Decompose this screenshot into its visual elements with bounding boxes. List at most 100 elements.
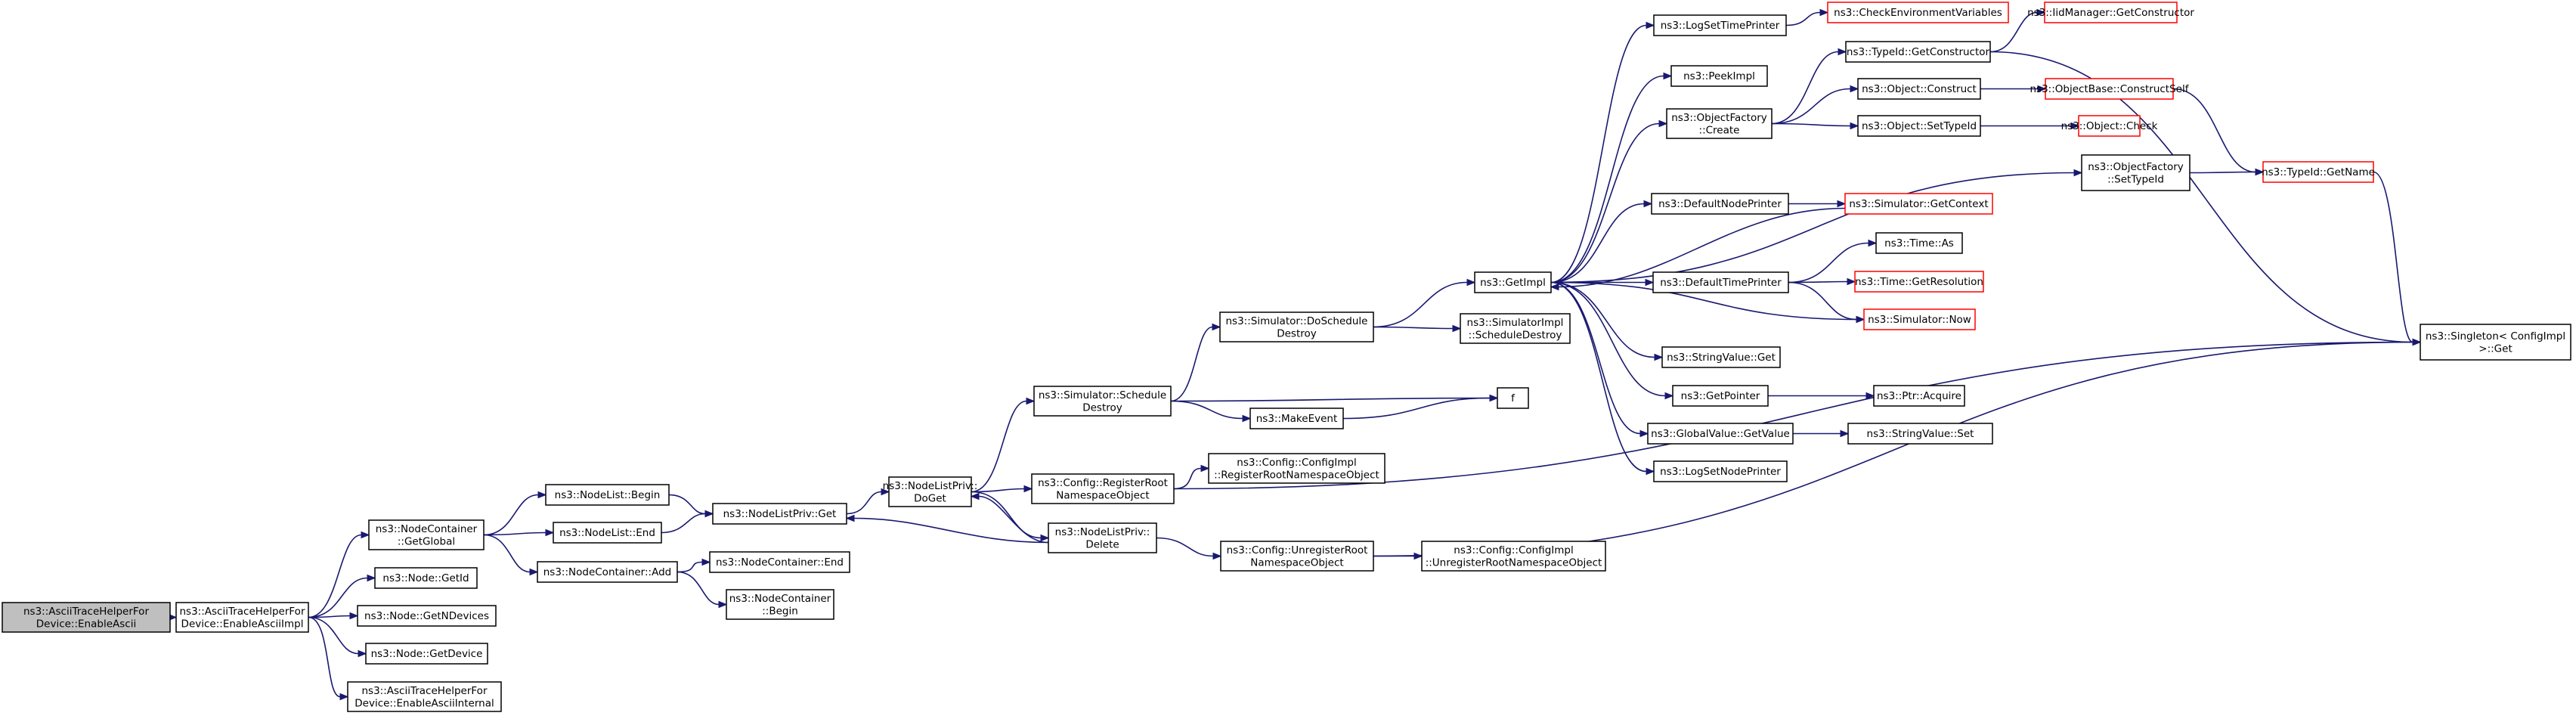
node-ns3-getimpl[interactable]: ns3::GetImpl (1474, 271, 1552, 293)
node-ns3-object-settypeid[interactable]: ns3::Object::SetTypeId (1857, 115, 1981, 137)
node-ns3-simulatorimpl-scheduledestroy[interactable]: ns3::SimulatorImpl::ScheduleDestroy (1460, 313, 1571, 344)
edge-arrowhead (1040, 534, 1050, 542)
node-ns3-objectfactory-settypeid[interactable]: ns3::ObjectFactory::SetTypeId (2081, 154, 2191, 191)
edge-n1-to-n5 (308, 616, 367, 658)
node-ns3-nodelist-begin[interactable]: ns3::NodeList::Begin (545, 484, 670, 506)
node-ns3-singleton-configimpl-get[interactable]: ns3::Singleton< ConfigImpl >::Get (2420, 324, 2571, 361)
edge-line (1550, 24, 1647, 284)
node-ns3-getpointer[interactable]: ns3::GetPointer (1672, 385, 1769, 407)
node-label: ns3::LogSetNodePrinter (1660, 466, 1781, 478)
node-f[interactable]: f (1497, 387, 1529, 409)
node-ns3-makeevent[interactable]: ns3::MakeEvent (1249, 408, 1344, 429)
node-box (357, 605, 497, 627)
node-ns3-stringvalue-get[interactable]: ns3::StringValue::Get (1661, 346, 1781, 368)
edge-n35-to-n45 (1989, 8, 2046, 53)
edge-line (1550, 122, 1660, 284)
node-ns3-nodecontainer-begin[interactable]: ns3::NodeContainer::Begin (726, 589, 834, 620)
node-ns3-time-getresolution[interactable]: ns3::Time::GetResolution (1854, 271, 1984, 293)
node-ns3-node-getdevice[interactable]: ns3::Node::GetDevice (365, 643, 488, 665)
node-ns3-config-registerroot-namespaceobject[interactable]: ns3::Config::RegisterRootNamespaceObject (1031, 473, 1175, 504)
node-label: ns3::NodeList::Begin (555, 489, 661, 501)
node-ns3-logsettimeprinter[interactable]: ns3::LogSetTimePrinter (1653, 14, 1787, 36)
edge-n13-to-n15 (971, 397, 1036, 493)
node-ns3-typeid-getname[interactable]: ns3::TypeId::GetName (2262, 161, 2375, 183)
node-ns3-checkenvironmentvariables[interactable]: ns3::CheckEnvironmentVariables (1827, 2, 2009, 23)
node-label: Device::EnableAscii (36, 618, 136, 630)
node-label: ns3::TypeId::GetName (2262, 166, 2375, 178)
edge-arrowhead (1850, 122, 1859, 130)
edge-line (483, 534, 531, 573)
edge-n37-to-n47 (1980, 122, 2080, 130)
edge-line (1550, 203, 1645, 284)
node-ns3-objectbase-constructself[interactable]: ns3::ObjectBase::ConstructSelf (2030, 78, 2190, 100)
node-ns3-config-configimpl-registerrootnamespaceobject[interactable]: ns3::Config::ConfigImpl::RegisterRootNam… (1208, 453, 1386, 484)
node-ns3-asciitracehelperfor-device-enableasciiimpl[interactable]: ns3::AsciiTraceHelperForDevice::EnableAs… (175, 602, 309, 633)
node-label: ::RegisterRootNamespaceObject (1214, 469, 1379, 481)
node-ns3-nodelist-end[interactable]: ns3::NodeList::End (553, 522, 662, 544)
node-ns3-nodelistpriv-delete[interactable]: ns3::NodeListPriv::Delete (1048, 522, 1157, 553)
edge-line (1771, 88, 1851, 125)
edge-arrowhead (704, 510, 714, 518)
edge-arrowhead (529, 568, 539, 576)
node-ns3-nodecontainer-getglobal[interactable]: ns3::NodeContainer::GetGlobal (368, 519, 485, 550)
node-label: ns3::NodeContainer (376, 523, 478, 535)
node-label: ns3::Object::Construct (1862, 83, 1977, 95)
node-label: ns3::AsciiTraceHelperFor (179, 606, 305, 618)
node-label: ns3::Config::RegisterRoot (1038, 477, 1168, 489)
edge-n9-to-n12 (677, 571, 728, 609)
edge-line (1156, 537, 1214, 557)
node-ns3-nodecontainer-add[interactable]: ns3::NodeContainer::Add (537, 561, 678, 583)
node-ns3-node-getid[interactable]: ns3::Node::GetId (374, 567, 478, 589)
node-box (1845, 41, 1991, 63)
node-ns3-objectfactory-create[interactable]: ns3::ObjectFactory::Create (1666, 108, 1773, 139)
edge-line (1373, 341, 2413, 557)
node-ns3-logsetnodeprinter[interactable]: ns3::LogSetNodePrinter (1653, 460, 1788, 482)
node-ns3-simulator-schedule-destroy[interactable]: ns3::Simulator::ScheduleDestroy (1033, 386, 1172, 417)
node-label: ::Create (1699, 124, 1740, 136)
node-ns3-ptr-acquire[interactable]: ns3::Ptr::Acquire (1873, 385, 1965, 407)
node-box (709, 551, 850, 573)
node-ns3-stringvalue-set[interactable]: ns3::StringValue::Set (1847, 423, 1993, 445)
edge-line (1788, 280, 1848, 284)
node-ns3-defaulttimeprinter[interactable]: ns3::DefaultTimePrinter (1652, 271, 1789, 293)
edge-line (978, 495, 1049, 544)
node-ns3-iidmanager-getconstructor[interactable]: ns3::IidManager::GetConstructor (2027, 2, 2194, 23)
edge-line (1173, 341, 2413, 490)
node-ns3-simulator-getcontext[interactable]: ns3::Simulator::GetContext (1844, 193, 1993, 215)
node-ns3-simulator-now[interactable]: ns3::Simulator::Now (1863, 308, 1976, 330)
edge-n23-to-n32 (1550, 281, 1649, 438)
node-label: f (1511, 392, 1516, 404)
edge-line (1771, 51, 1839, 125)
node-label: >::Get (2478, 342, 2512, 355)
node-ns3-nodelistpriv-get[interactable]: ns3::NodeListPriv::Get (712, 503, 847, 525)
edge-n23-to-n38 (1550, 169, 2083, 284)
node-label: ns3::Config::ConfigImpl (1237, 457, 1356, 469)
edge-line (2189, 171, 2256, 174)
node-ns3-globalvalue-getvalue[interactable]: ns3::GlobalValue::GetValue (1647, 423, 1794, 445)
edge-arrowhead (1840, 429, 1850, 438)
node-ns3-peekimpl[interactable]: ns3::PeekImpl (1670, 65, 1768, 87)
node-ns3-config-unregisterroot-namespaceobject[interactable]: ns3::Config::UnregisterRootNamespaceObje… (1220, 541, 1374, 572)
edge-arrowhead (1550, 283, 1559, 291)
node-ns3-node-getndevices[interactable]: ns3::Node::GetNDevices (357, 605, 497, 627)
node-ns3-nodecontainer-end[interactable]: ns3::NodeContainer::End (709, 551, 850, 573)
node-ns3-object-construct[interactable]: ns3::Object::Construct (1857, 78, 1981, 100)
node-ns3-defaultnodeprinter[interactable]: ns3::DefaultNodePrinter (1651, 193, 1789, 215)
edge-line (1373, 281, 1468, 328)
node-ns3-config-configimpl-unregisterrootnamespaceobject[interactable]: ns3::Config::ConfigImpl::UnregisterRootN… (1421, 541, 1606, 572)
edge-arrowhead (1200, 464, 1210, 473)
node-box (1249, 408, 1344, 429)
node-ns3-asciitracehelperfor-device-enableascii[interactable]: ns3::AsciiTraceHelperForDevice::EnableAs… (2, 602, 171, 633)
edge-n23-to-n33 (1550, 281, 1655, 476)
edge-line (1550, 281, 1641, 435)
edge-arrowhead (1212, 552, 1222, 560)
node-box (2420, 324, 2571, 361)
edge-n23-to-n25 (1550, 21, 1655, 284)
node-ns3-nodelistpriv-doget[interactable]: ns3::NodeListPriv::DoGet (883, 476, 978, 507)
node-ns3-asciitracehelperfor-device-enableasciiinternal[interactable]: ns3::AsciiTraceHelperForDevice::EnableAs… (347, 681, 502, 712)
node-box (2081, 154, 2191, 191)
node-ns3-object-check[interactable]: ns3::Object::Check (2061, 115, 2158, 137)
node-ns3-time-as[interactable]: ns3::Time::As (1875, 232, 1963, 254)
node-ns3-typeid-getconstructor[interactable]: ns3::TypeId::GetConstructor (1845, 41, 1991, 63)
